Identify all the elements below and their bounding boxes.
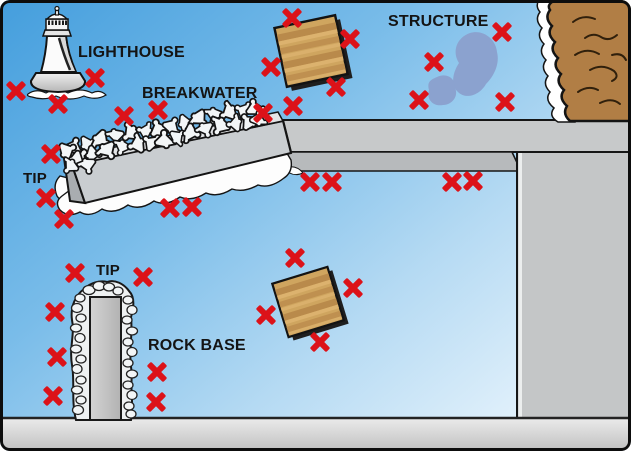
lighthouse-illustration <box>26 5 107 100</box>
bottom-shore <box>0 416 631 451</box>
structure-shadow-blobs <box>428 32 498 106</box>
coastline-landmass <box>536 0 631 123</box>
jetty-pillar <box>89 296 122 421</box>
wood-pallet-top <box>273 13 354 93</box>
rock-base-illustration <box>69 280 139 421</box>
